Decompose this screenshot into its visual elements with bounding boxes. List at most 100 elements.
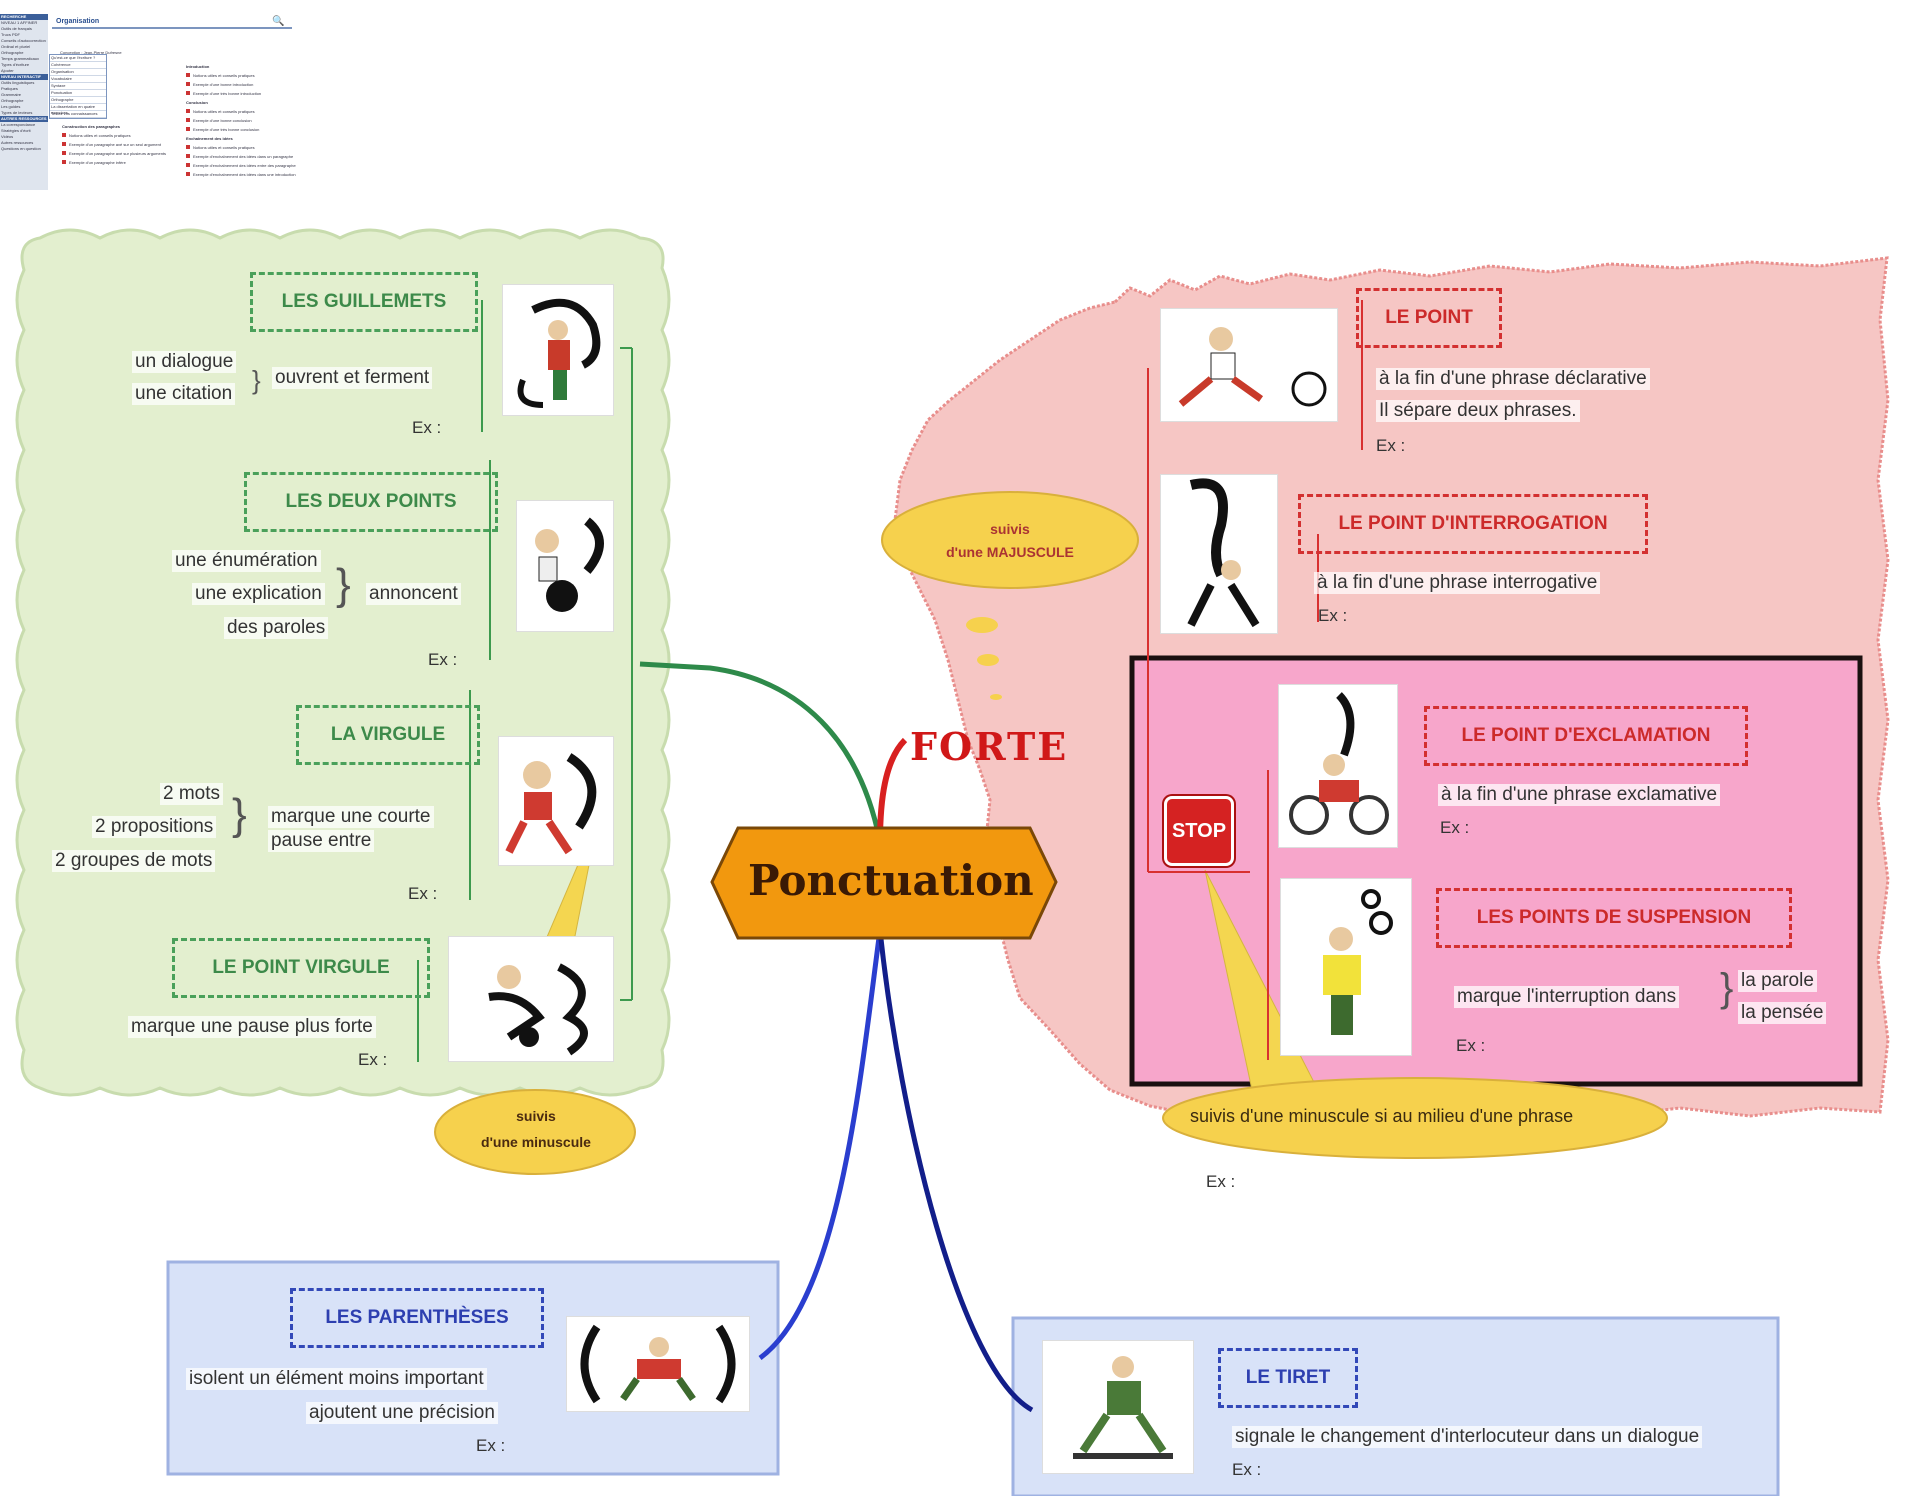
virgule-item-2: 2 propositions: [92, 816, 217, 838]
thumb-sidebar-item[interactable]: Vidéos: [1, 134, 14, 139]
thumb-list-item[interactable]: Exemple d'une bonne introduction: [186, 80, 296, 89]
point-exclamation-line: à la fin d'une phrase exclamative: [1438, 784, 1721, 806]
thumb-dropdown-item[interactable]: Orthographe: [50, 97, 106, 104]
thumb-list-item[interactable]: Notions utiles et conseils pratiques: [62, 131, 172, 140]
thumb-dropdown-item[interactable]: Cohérence: [50, 62, 106, 69]
pdf-icon: [62, 160, 66, 164]
thumb-sidebar-item[interactable]: Trucs PDF: [1, 32, 20, 37]
point-virgule-character-image: [448, 936, 614, 1062]
bubble-majuscule: [881, 491, 1139, 589]
pdf-icon: [186, 73, 190, 77]
thumb-sidebar-item[interactable]: Types de lecteurs: [1, 110, 33, 115]
deux-points-item-3: des paroles: [224, 617, 329, 639]
thumb-dropdown-item[interactable]: Ponctuation: [50, 90, 106, 97]
thumb-dropdown-item[interactable]: Organisation: [50, 69, 106, 76]
thumb-sidebar-item[interactable]: Les guides: [1, 104, 21, 109]
point-line-1: à la fin d'une phrase déclarative: [1376, 368, 1650, 390]
search-icon[interactable]: 🔍: [272, 16, 285, 27]
thumb-sidebar-item[interactable]: Autres ressources: [1, 140, 34, 145]
points-suspension-item-1: la parole: [1738, 970, 1817, 992]
thumb-list-item[interactable]: Notions utiles et conseils pratiques: [186, 71, 296, 80]
pdf-icon: [62, 133, 66, 137]
virgule-character-image: [498, 736, 614, 866]
bubble-minuscule: [434, 1089, 636, 1175]
thumb-sidebar-item[interactable]: NIVEAU INTERACTIF: [0, 74, 48, 80]
deux-points-item-1: une énumération: [172, 550, 321, 572]
thumb-list-item[interactable]: Exemple d'enchaînement des idées dans un…: [186, 170, 296, 179]
thumb-title-bar: [52, 27, 292, 29]
pdf-icon: [186, 163, 190, 167]
deux-points-ex: Ex :: [428, 650, 458, 669]
thumb-sidebar-item[interactable]: Orthographe: [1, 98, 24, 103]
thumb-list-item[interactable]: Exemple d'enchaînement des idées entre d…: [186, 161, 296, 170]
connector-darkblue-right: [877, 929, 1034, 1413]
thumb-sidebar-item[interactable]: Stratégies d'écrit: [1, 128, 31, 133]
virgule-ex: Ex :: [408, 884, 438, 903]
bubble-minuscule-line1: suivis: [516, 1108, 556, 1124]
thumb-dropdown-item[interactable]: La dissertation en quatre exercices: [50, 104, 106, 115]
thumb-dropdown-item[interactable]: Syntaxe: [50, 83, 106, 90]
red-branch-lines: [1147, 300, 1363, 1060]
thumb-list-item[interactable]: Notions utiles et conseils pratiques: [186, 107, 296, 116]
thumb-sidebar-item[interactable]: Conseils d'autocorrection: [1, 38, 46, 43]
tiret-character-image: [1042, 1340, 1194, 1474]
thought-dot-3: [990, 694, 1002, 700]
central-node: [710, 826, 1058, 940]
guillemets-verb: ouvrent et ferment: [272, 367, 433, 389]
parentheses-line-1: isolent un élément moins important: [186, 1368, 487, 1390]
point-title: LE POINT: [1356, 288, 1502, 348]
pdf-icon: [186, 91, 190, 95]
thumb-sidebar-item[interactable]: Types d'écriture: [1, 62, 30, 67]
thumb-sidebar-item[interactable]: RECHERCHE: [0, 14, 48, 20]
point-interrogation-line: à la fin d'une phrase interrogative: [1314, 572, 1601, 594]
guillemets-item-1: un dialogue: [132, 351, 237, 373]
connector-green: [639, 661, 883, 843]
point-virgule-desc: marque une pause plus forte: [128, 1016, 376, 1038]
thumb-sidebar-item[interactable]: NIVEAU 1 AFFINER: [1, 20, 38, 25]
point-interrogation-character-image: [1160, 474, 1278, 634]
thought-dot-1: [966, 617, 998, 633]
deux-points-character-image: [516, 500, 614, 632]
point-exclamation-title: LE POINT D'EXCLAMATION: [1424, 706, 1748, 766]
thumb-sidebar-item[interactable]: Outils linguistiques: [1, 80, 35, 85]
points-suspension-line: marque l'interruption dans: [1454, 986, 1680, 1008]
thumb-list-item[interactable]: Exemple d'une très bonne introduction: [186, 89, 296, 98]
forte-label: FORTE: [910, 724, 1069, 769]
thumb-dropdown-item[interactable]: Testez vos connaissances: [50, 111, 106, 118]
thought-dot-2: [977, 654, 999, 666]
deux-points-verb: annoncent: [366, 583, 461, 605]
thumb-sidebar-item[interactable]: Grammaire: [1, 92, 22, 97]
thumb-sidebar-item[interactable]: Ordinal et pluriel: [1, 44, 31, 49]
pdf-icon: [186, 154, 190, 158]
deux-points-item-2: une explication: [192, 583, 325, 605]
thumb-sidebar-item[interactable]: Temps grammaticaux: [1, 56, 40, 61]
thumb-sidebar-item[interactable]: Questions en question: [1, 146, 41, 151]
tiret-title: LE TIRET: [1218, 1348, 1358, 1408]
thumb-sidebar-item[interactable]: Outils de français: [1, 26, 32, 31]
green-branch-lines: [417, 300, 633, 1062]
thumb-sidebar-item[interactable]: Pratiques: [1, 86, 18, 91]
thumb-dropdown-item[interactable]: Vocabulaire: [50, 76, 106, 83]
thumb-list-item[interactable]: Notions utiles et conseils pratiques: [186, 143, 296, 152]
thumb-list-item[interactable]: Exemple d'une bonne conclusion: [186, 116, 296, 125]
point-character-image: [1160, 308, 1338, 422]
connector-darkblue-left: [758, 929, 883, 1361]
thumb-sidebar-item[interactable]: La correspondance: [1, 122, 36, 127]
thumb-dropdown-item[interactable]: Qu'est-ce que l'écriture ?: [50, 55, 106, 62]
thumb-list-item[interactable]: Exemple d'un paragraphe axé sur un seul …: [62, 140, 172, 149]
thumb-list-item: Construction des paragraphes: [62, 124, 121, 129]
bubble-milieu-ex: Ex :: [1206, 1172, 1236, 1191]
thumb-sidebar-item[interactable]: Orthographe: [1, 50, 24, 55]
thumb-list-item[interactable]: Exemple d'enchaînement des idées dans un…: [186, 152, 296, 161]
thumb-list-item[interactable]: Exemple d'une très bonne conclusion: [186, 125, 296, 134]
thumb-list-item[interactable]: Exemple d'un paragraphe axé sur plusieur…: [62, 149, 172, 158]
thumb-sidebar-item[interactable]: AUTRES RESSOURCES: [0, 116, 48, 122]
points-suspension-character-image: [1280, 878, 1412, 1056]
pdf-icon: [62, 151, 66, 155]
green-region: [15, 228, 671, 1097]
thumb-sidebar-item[interactable]: Ajouter: [1, 68, 14, 73]
thumb-list-item[interactable]: Exemple d'un paragraphe infère: [62, 158, 172, 167]
thumb-list-item: Conclusion: [186, 100, 208, 105]
